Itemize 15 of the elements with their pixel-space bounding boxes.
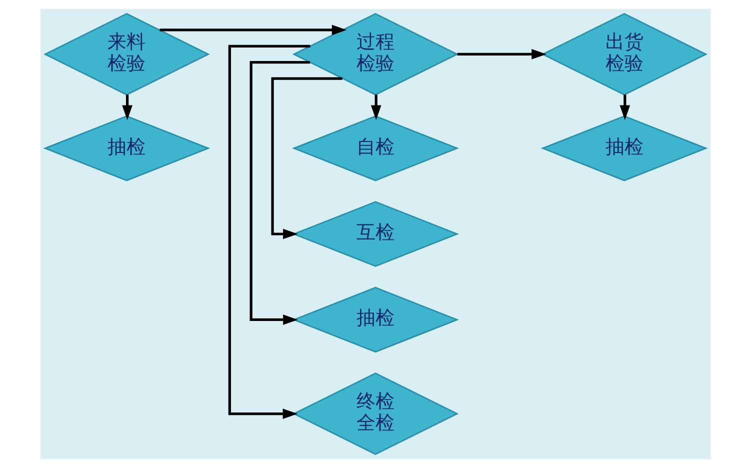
node-diamond: 抽检 bbox=[42, 114, 210, 181]
node-diamond: 终检全检 bbox=[292, 372, 458, 455]
arrow bbox=[270, 76, 342, 239]
arrow bbox=[228, 44, 310, 418]
arrow bbox=[159, 24, 346, 35]
arrow bbox=[370, 94, 381, 120]
arrow bbox=[456, 48, 546, 59]
node-diamond: 抽检 bbox=[540, 114, 708, 181]
node-diamond: 出货检验 bbox=[540, 12, 707, 96]
node-diamond: 过程检验 bbox=[292, 12, 458, 96]
node-diamond: 来料检验 bbox=[43, 12, 210, 96]
arrow bbox=[249, 60, 310, 324]
arrow bbox=[122, 94, 132, 120]
node-diamond: 自检 bbox=[292, 114, 458, 181]
arrow bbox=[619, 94, 630, 120]
